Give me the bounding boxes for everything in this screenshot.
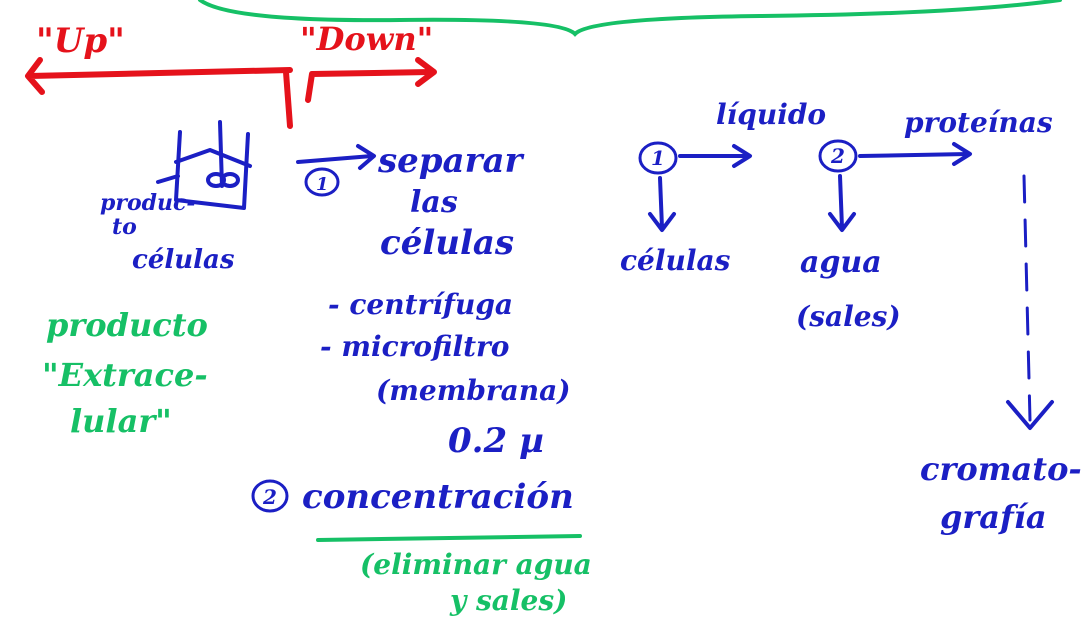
salts-label: (sales) xyxy=(796,300,901,333)
chromatography-line1: cromato- xyxy=(920,450,1082,488)
step2-circle xyxy=(251,479,289,513)
step1-number: 1 xyxy=(316,174,329,195)
flow-node2-circle xyxy=(818,139,858,173)
step2-number: 2 xyxy=(262,485,277,509)
step1-arrow xyxy=(296,144,376,170)
vessel-product-label-line1: produc- xyxy=(100,190,196,216)
step1-circle xyxy=(304,167,340,197)
water-arrow xyxy=(828,174,856,232)
liquid-arrow xyxy=(678,144,752,168)
proteins-label: proteínas xyxy=(904,106,1053,139)
method-centrifuge: - centrífuga xyxy=(328,288,513,321)
vessel-liquid-line xyxy=(174,148,252,168)
step1-label-line1: separar xyxy=(377,141,525,181)
vessel-cells-label: células xyxy=(132,245,235,275)
chromatography-dashed-line xyxy=(1022,174,1032,422)
step1-label-line3: células xyxy=(380,223,514,263)
cells-out-label: células xyxy=(620,244,731,277)
method-microfilter: - microfiltro xyxy=(320,330,509,363)
flow-node2-number: 2 xyxy=(830,144,845,168)
stage-divider xyxy=(283,69,293,129)
liquid-label: líquido xyxy=(716,98,826,131)
step2-underline xyxy=(316,534,582,542)
product-type-line1: producto xyxy=(46,306,208,344)
up-label: "Up" xyxy=(36,21,125,61)
step2-note-line1: (eliminar agua xyxy=(360,548,592,581)
down-label: "Down" xyxy=(300,20,433,58)
chromatography-line2: grafía xyxy=(940,498,1047,536)
product-type-line2: "Extrace- xyxy=(42,356,208,394)
down-arrow xyxy=(305,57,437,103)
flow-node1-number: 1 xyxy=(651,146,665,170)
product-type-line3: lular" xyxy=(70,402,172,440)
pore-size: 0.2 µ xyxy=(448,421,544,461)
step2-note-line2: y sales) xyxy=(449,584,567,617)
step1-label-line2: las xyxy=(410,185,458,220)
vessel-walls xyxy=(174,130,250,210)
vessel-pointer xyxy=(156,174,180,184)
vessel-product-label-line2: to xyxy=(112,214,137,240)
up-arrow xyxy=(25,57,293,95)
water-label: agua xyxy=(800,245,882,280)
bioreactor-vessel xyxy=(156,120,252,210)
chromatography-arrowhead xyxy=(1006,400,1054,430)
method-membrane: (membrana) xyxy=(376,374,571,407)
step2-label: concentración xyxy=(302,477,574,517)
top-brace xyxy=(198,0,1062,37)
proteins-arrow xyxy=(858,142,972,166)
vessel-cell-b xyxy=(220,172,240,188)
up-down-arrows xyxy=(25,57,437,129)
flow-node1-circle xyxy=(638,141,678,175)
cells-out-arrow xyxy=(648,176,676,232)
